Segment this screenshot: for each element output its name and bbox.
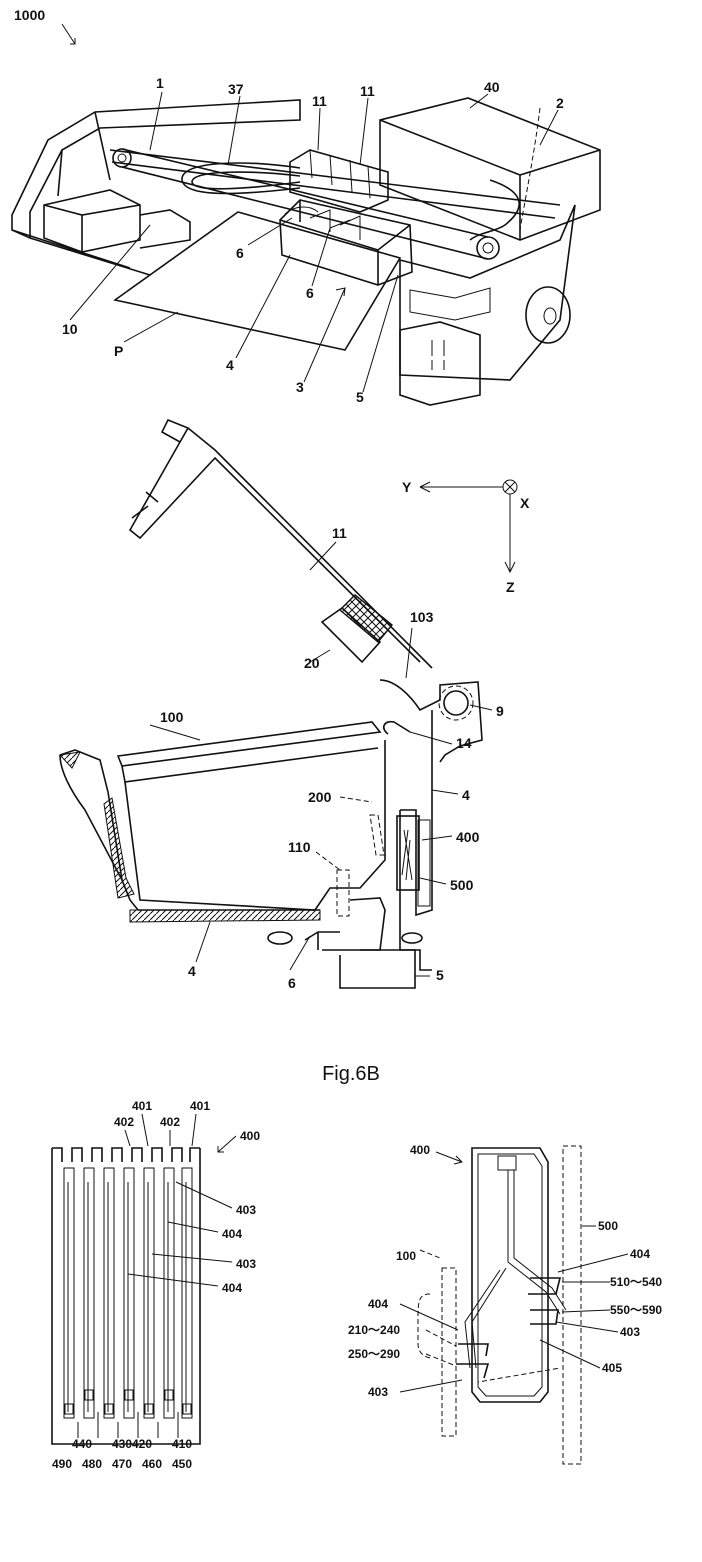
label-250-290: 250～290 [348,1347,400,1361]
label-40: 40 [484,79,500,95]
label-403-side-right: 403 [620,1325,640,1339]
label-500-side: 500 [598,1219,618,1233]
label-3: 3 [296,379,304,395]
label-401-left: 401 [132,1099,152,1113]
label-20: 20 [304,655,320,671]
label-550-590: 550～590 [610,1303,662,1317]
label-400-front: 400 [240,1129,260,1143]
label-P: P [114,343,123,359]
label-500: 500 [450,877,474,893]
label-470: 470 [112,1457,132,1471]
label-103: 103 [410,609,434,625]
label-4: 4 [226,357,234,373]
label-10: 10 [62,321,78,337]
printer-perspective-figure: 1000 1 37 11 11 40 2 6 6 10 P 4 3 5 [11,7,601,406]
label-403-a: 403 [236,1203,256,1217]
label-404-b: 404 [222,1281,242,1295]
connector-side-view: 400 500 100 404 510～540 550～590 403 404 … [348,1143,662,1465]
label-6-center: 6 [306,285,314,301]
label-430: 430 [112,1437,132,1451]
label-2: 2 [556,95,564,111]
ref-1000: 1000 [14,7,45,23]
label-460: 460 [142,1457,162,1471]
label-11: 11 [332,525,347,541]
label-404-side-right: 404 [630,1247,650,1261]
label-400: 400 [456,829,480,845]
label-1: 1 [156,75,164,91]
label-100: 100 [160,709,184,725]
contact-slots [63,1167,193,1419]
axis-y-label: Y [402,479,412,495]
label-100-side: 100 [396,1249,416,1263]
label-450: 450 [172,1457,192,1471]
label-110: 110 [288,839,311,855]
label-401-right: 401 [190,1099,210,1113]
label-420: 420 [132,1437,152,1451]
label-410: 410 [172,1437,192,1451]
label-11-right: 11 [360,83,375,99]
label-14: 14 [456,735,472,751]
label-403-b: 403 [236,1257,256,1271]
figure-caption: Fig.6B [322,1063,380,1085]
label-4-bottom: 4 [188,963,196,979]
label-490: 490 [52,1457,72,1471]
label-6-left: 6 [236,245,244,261]
label-400-side: 400 [410,1143,430,1157]
label-200: 200 [308,789,332,805]
label-5: 5 [356,389,364,405]
label-11-left: 11 [312,93,327,109]
label-9: 9 [496,703,504,719]
axis-x-label: X [520,495,530,511]
label-4-right: 4 [462,787,470,803]
label-480: 480 [82,1457,102,1471]
label-404-side-left: 404 [368,1297,388,1311]
axis-z-label: Z [506,579,515,595]
label-402-left: 402 [114,1115,134,1129]
label-6: 6 [288,975,296,991]
label-37: 37 [228,81,244,97]
label-403-side-left: 403 [368,1385,388,1399]
label-404-a: 404 [222,1227,242,1241]
cross-section-figure: Y X Z [58,418,530,991]
connector-front-view: 401 401 402 402 400 403 404 403 404 440 … [51,1099,662,1471]
label-440: 440 [72,1437,92,1451]
label-5: 5 [436,967,444,983]
label-402-right: 402 [160,1115,180,1129]
label-405: 405 [602,1361,622,1375]
label-510-540: 510～540 [610,1275,662,1289]
label-210-240: 210～240 [348,1323,400,1337]
